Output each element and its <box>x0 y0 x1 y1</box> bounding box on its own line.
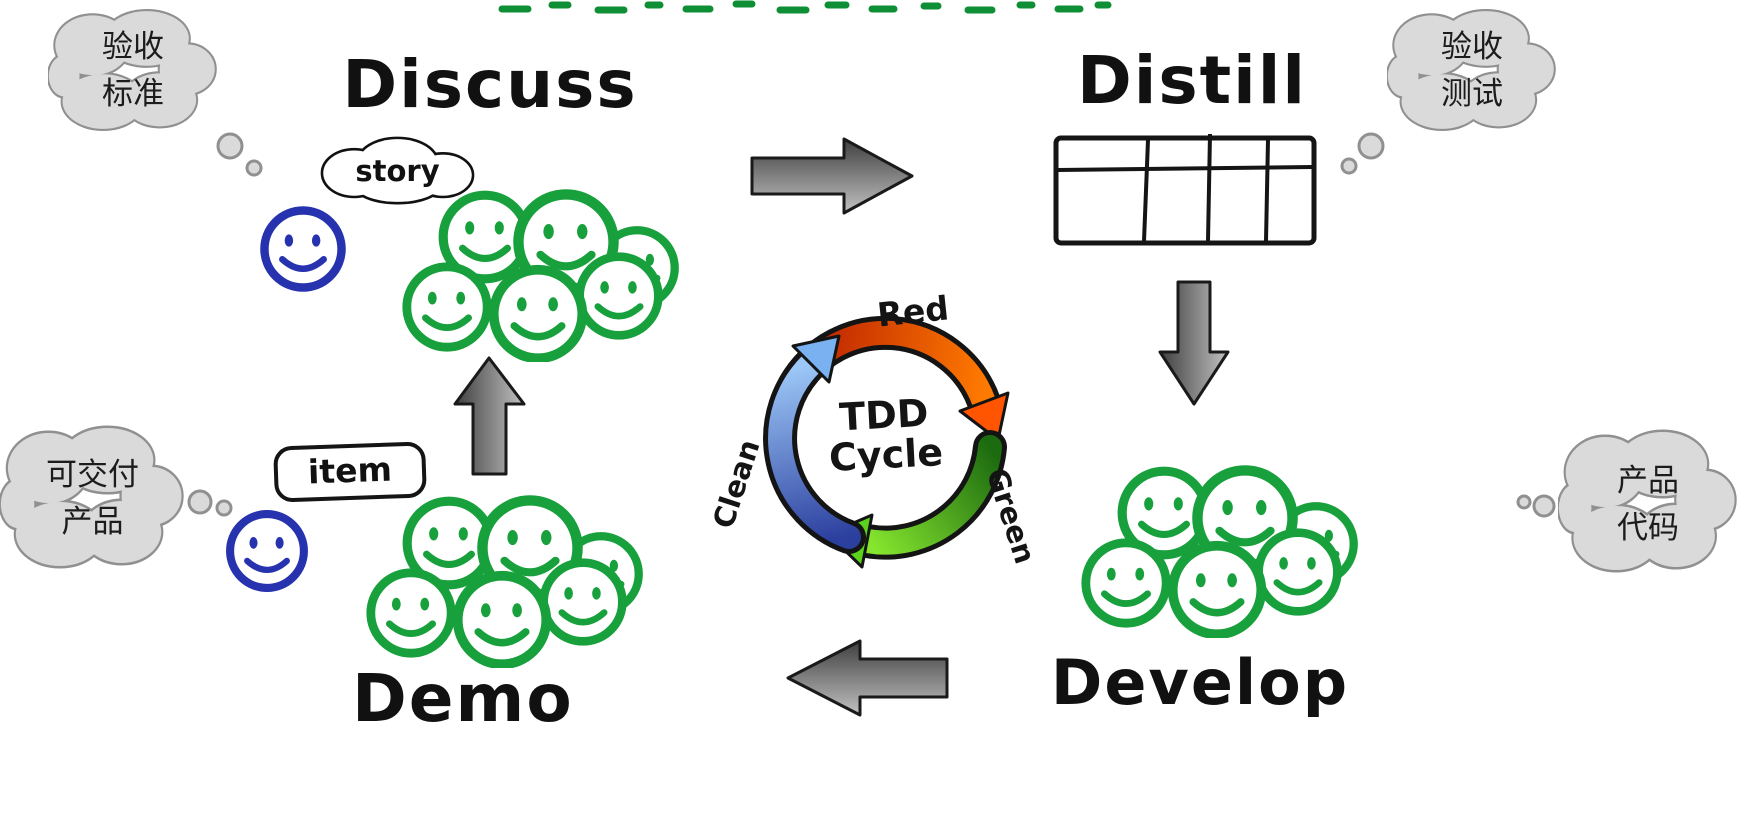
thought-bubble-text: 产品 代码 <box>1558 458 1738 551</box>
thought-tail-bubble <box>187 489 213 515</box>
cropped-green-text-remnant <box>498 0 1112 14</box>
thought-tail-bubble <box>1340 157 1358 175</box>
story-card: story <box>315 134 480 206</box>
thought-line: 产品 <box>61 503 124 540</box>
arrow-up-icon <box>453 356 526 476</box>
thought-bubble-acceptance-criteria: 验收 标准 <box>48 6 278 196</box>
thought-tail-bubble <box>245 159 263 177</box>
stage-title-demo: Demo <box>352 660 574 737</box>
thought-bubble-text: 可交付 产品 <box>0 452 185 545</box>
thought-bubble-shape <box>48 6 263 177</box>
demo-team-smiley-cluster <box>360 490 655 668</box>
thought-bubble-acceptance-tests: 验收 测试 <box>1325 6 1565 196</box>
thought-tail-bubble <box>1357 132 1385 160</box>
discuss-team-smiley-cluster <box>396 184 691 362</box>
customer-smiley-icon <box>222 506 312 596</box>
stage-title-distill: Distill <box>1076 42 1308 119</box>
thought-bubble-text: 验收 标准 <box>48 24 218 117</box>
tdd-center-label: TDD Cycle <box>798 391 972 481</box>
tdd-cycle-arrows <box>763 315 1010 569</box>
thought-bubble-product-code: 产品 代码 <box>1492 422 1738 607</box>
thought-line: 测试 <box>1441 75 1503 112</box>
thought-bubble-shape <box>1516 422 1738 607</box>
tdd-cycle: Red TDD Cycle Green Clean <box>690 278 1080 590</box>
thought-bubble-shape <box>0 418 233 598</box>
thought-tail-bubble <box>1532 494 1556 518</box>
thought-tail-bubble <box>216 132 244 160</box>
develop-team-smiley-cluster <box>1075 460 1370 638</box>
arrow-left-icon <box>786 639 949 717</box>
arrow-right-icon <box>750 137 914 215</box>
thought-bubble-shape <box>1340 6 1565 175</box>
test-table-icon <box>1053 133 1317 246</box>
thought-line: 代码 <box>1617 509 1679 546</box>
stage-title-develop: Develop <box>1050 646 1350 719</box>
thought-bubble-text: 验收 测试 <box>1387 24 1557 117</box>
thought-line: 验收 <box>1441 29 1503 65</box>
thought-line: 标准 <box>102 75 164 112</box>
stage-title-discuss: Discuss <box>342 46 638 123</box>
thought-line: 验收 <box>102 29 164 65</box>
smiley-icon <box>264 210 341 287</box>
story-label: story <box>355 154 440 188</box>
thought-bubble-deliverable-product: 可交付 产品 <box>0 418 250 598</box>
smiley-icon <box>230 514 304 588</box>
tdd-clean-arrow <box>763 334 866 554</box>
thought-line: 产品 <box>1617 463 1679 499</box>
arrow-down-icon <box>1158 280 1230 406</box>
thought-tail-bubble <box>215 499 233 517</box>
customer-smiley-icon <box>256 202 350 296</box>
thought-tail-bubble <box>1516 494 1532 510</box>
thought-line: 可交付 <box>46 457 139 493</box>
